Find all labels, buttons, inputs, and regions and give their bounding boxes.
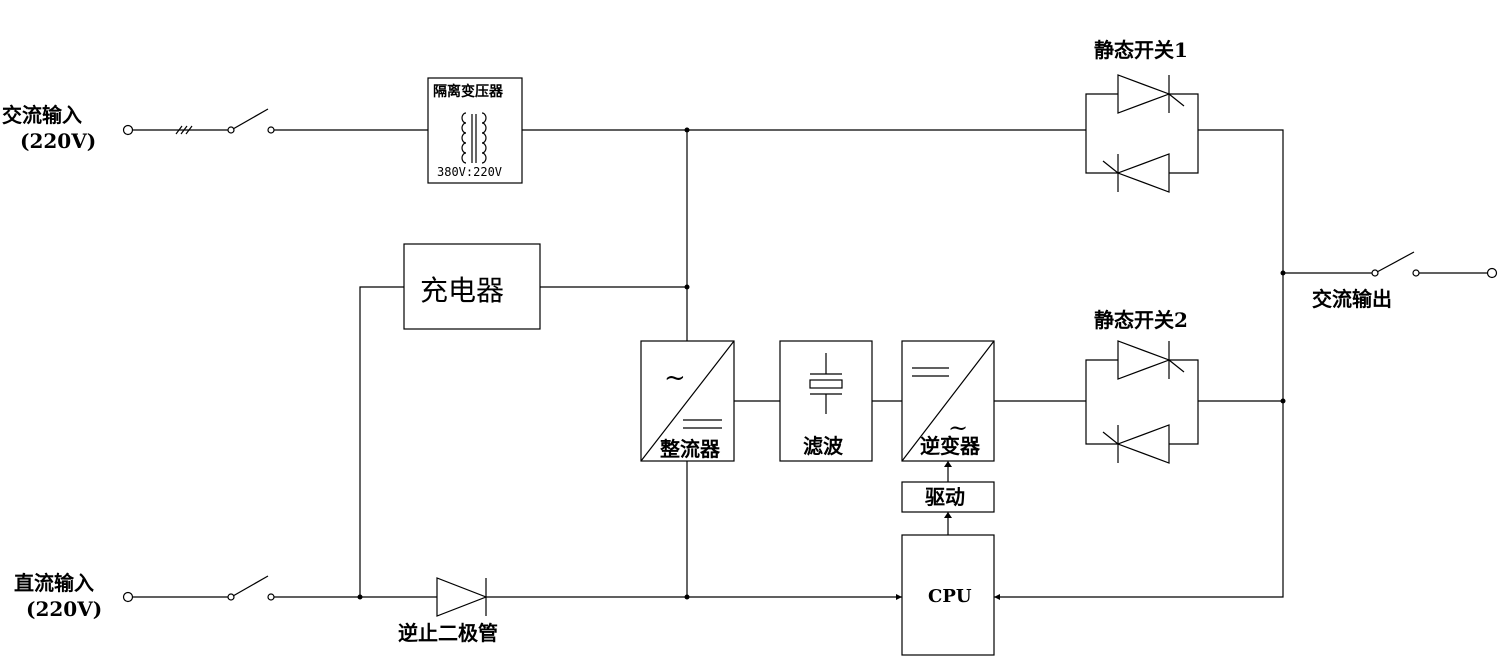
driver-label: 驱动 <box>925 485 965 509</box>
cpu-block: CPU <box>901 534 995 656</box>
output-feedback-line <box>994 401 1284 598</box>
output-bus <box>1198 129 1284 402</box>
arrow-right-icon <box>896 594 902 600</box>
ac-output-label: 交流输出 <box>1312 287 1392 311</box>
dc-input-line <box>122 575 437 603</box>
phase-slash-icon <box>175 125 193 135</box>
thyristor-icon <box>1102 153 1170 193</box>
thyristor-icon <box>1117 74 1185 114</box>
ac-tilde-icon: ~ <box>948 414 968 442</box>
ac-output-line <box>1283 251 1498 279</box>
inverter-label: 逆变器 <box>920 434 981 458</box>
filter-block: 滤波 <box>779 340 873 462</box>
filter-label: 滤波 <box>803 434 844 458</box>
isolation-transformer: 隔离变压器 380V:220V <box>427 77 523 184</box>
ac-input-label: 交流输入 <box>2 103 82 127</box>
static-switch-2 <box>1085 340 1199 464</box>
junction-dot <box>357 594 363 600</box>
blocking-diode-label: 逆止二极管 <box>398 621 498 645</box>
arrow-up-icon <box>944 461 952 467</box>
rectifier-block: ~ 整流器 <box>640 340 735 462</box>
ac-input-terminal <box>122 124 134 136</box>
ac-input-switch <box>227 108 275 134</box>
dc-input-label: 直流输入 <box>14 571 94 595</box>
dc-input-voltage: (220V) <box>26 597 102 621</box>
transformer-ratio: 380V:220V <box>437 165 502 179</box>
dc-lines-icon <box>912 367 949 377</box>
dc-lines-icon <box>683 419 722 429</box>
static-switch-1 <box>1085 74 1199 193</box>
ac-tilde-icon: ~ <box>664 363 686 393</box>
thyristor-icon <box>1102 424 1170 464</box>
dc-input-switch <box>227 575 275 601</box>
static-switch-1-label: 静态开关1 <box>1094 38 1188 62</box>
junction-dot <box>1280 398 1286 404</box>
ac-output-switch <box>1371 251 1420 277</box>
ac-output-terminal <box>1486 267 1498 279</box>
ac-input-line <box>122 108 428 136</box>
static-switch-2-label: 静态开关2 <box>1094 308 1188 332</box>
thyristor-icon <box>1117 340 1185 380</box>
charger-label: 充电器 <box>420 274 504 307</box>
inverter-block: ~ 逆变器 <box>901 340 995 462</box>
capacitor-icon <box>809 353 843 414</box>
transformer-title: 隔离变压器 <box>433 83 504 100</box>
ac-input-voltage: (220V) <box>20 129 96 153</box>
blocking-diode-icon <box>436 577 488 617</box>
transformer-coil-icon <box>461 112 487 164</box>
charger-to-dc <box>359 286 404 597</box>
charger-block: 充电器 <box>403 243 541 330</box>
driver-block: 驱动 <box>901 481 995 513</box>
dc-input-terminal <box>122 591 134 603</box>
rectifier-label: 整流器 <box>659 437 721 461</box>
cpu-label: CPU <box>928 586 972 607</box>
arrow-up-icon <box>944 512 952 518</box>
arrow-left-icon <box>994 594 1000 600</box>
